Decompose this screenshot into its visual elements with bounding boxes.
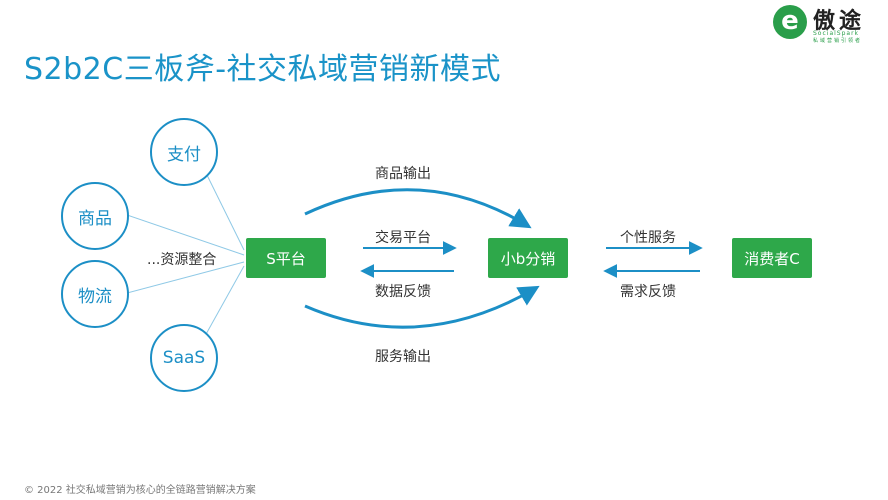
label-data-feedback: 数据反馈: [375, 284, 431, 300]
label-trade-platform: 交易平台: [375, 230, 431, 246]
logo-e-icon: e: [773, 5, 807, 39]
label-demand-feedback: 需求反馈: [620, 284, 676, 300]
resource-pay: 支付: [150, 118, 218, 186]
logo-subtitle-cn: 私域营销引领者: [813, 38, 863, 44]
resource-saas: SaaS: [150, 324, 218, 392]
label-service-output: 服务输出: [375, 349, 431, 365]
footer-copyright: © 2022 社交私域营销为核心的全链路营销解决方案: [24, 485, 256, 496]
line-logistics: [126, 261, 245, 294]
node-consumer: 消费者C: [732, 238, 812, 278]
resource-logistics: 物流: [61, 260, 129, 328]
node-small-b: 小b分销: [488, 238, 568, 278]
brand-logo: e 傲途 SocialSpark 私域营销引领者: [773, 3, 881, 44]
logo-name: 傲途: [813, 9, 866, 34]
node-s-platform: S平台: [246, 238, 326, 278]
logo-subtitle: SocialSpark: [813, 30, 860, 37]
page-title: S2b2C三板斧-社交私域营销新模式: [24, 52, 502, 87]
arc-service-output: [304, 285, 540, 329]
line-goods: [126, 214, 245, 256]
arc-product-output: [304, 188, 532, 229]
resource-goods: 商品: [61, 182, 129, 250]
label-personal-service: 个性服务: [620, 230, 676, 246]
integration-label: ...资源整合: [147, 252, 217, 268]
line-saas: [204, 265, 245, 337]
label-product-output: 商品输出: [375, 166, 431, 182]
line-pay: [204, 170, 245, 251]
